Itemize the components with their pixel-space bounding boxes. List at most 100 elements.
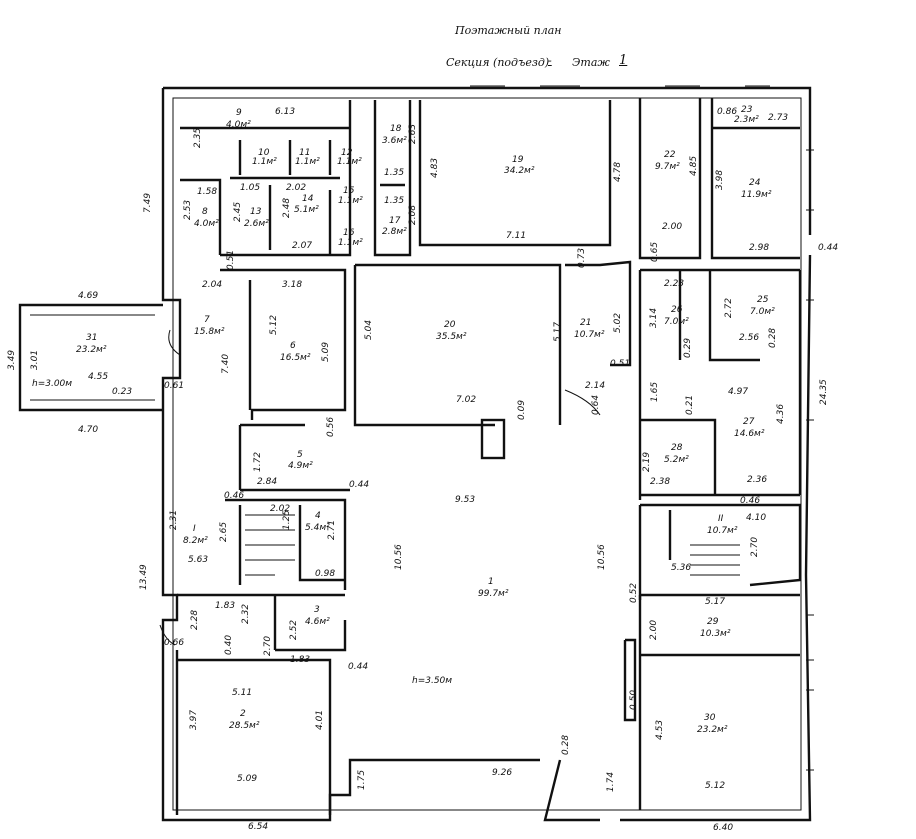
- dim-label: 2.73: [768, 113, 788, 123]
- floor-label: Этаж: [572, 56, 610, 69]
- room-number-2: 2: [240, 709, 246, 719]
- dim-label: 2.38: [650, 477, 670, 487]
- room-number-20: 20: [444, 320, 456, 330]
- dim-label: 1.35: [384, 168, 404, 178]
- dim-label: 0.29: [683, 338, 693, 358]
- dim-label: 5.09: [321, 342, 331, 362]
- dim-label: 4.10: [746, 513, 766, 523]
- dim-label: 0.46: [224, 491, 244, 501]
- dim-label: 0.44: [348, 662, 368, 672]
- dim-label: 2.14: [585, 381, 605, 391]
- room-number-31: 31: [86, 333, 97, 343]
- outer-wall: [161, 86, 812, 822]
- room-area-1: 99.7м²: [478, 589, 509, 599]
- dim-label: 0.56: [326, 417, 336, 437]
- room-number-4: 4: [315, 511, 321, 521]
- dim-label: 1.72: [253, 452, 263, 472]
- room-area-I: 8.2м²: [183, 536, 208, 546]
- dim-label: 2.48: [282, 198, 292, 218]
- room-area-15: 1.1м²: [338, 196, 363, 206]
- dim-label: 2.35: [193, 128, 203, 148]
- dim-label: 2.36: [747, 475, 767, 485]
- dim-label: 4.36: [776, 404, 786, 424]
- room-area-10: 1.1м²: [252, 157, 277, 167]
- floor-value: 1: [619, 53, 628, 68]
- room-number-6: 6: [290, 341, 296, 351]
- room-area-21: 10.7м²: [574, 330, 605, 340]
- room-area-29: 10.3м²: [700, 629, 731, 639]
- dim-label: 0.66: [164, 638, 184, 648]
- room-area-28: 5.2м²: [664, 455, 689, 465]
- room-area-18: 3.6м²: [382, 136, 407, 146]
- outer-wall-inner: [172, 97, 802, 811]
- dim-label: 4.53: [655, 720, 665, 740]
- room-number-25: 25: [757, 295, 769, 305]
- dim-label: 7.11: [506, 231, 526, 241]
- room-number-16: 16: [343, 228, 355, 238]
- dim-label: 13.49: [139, 564, 149, 590]
- stair-lines: [245, 514, 740, 576]
- dim-label: 0.64: [591, 395, 601, 415]
- dim-label: 0.52: [629, 583, 639, 603]
- dim-label: 0.40: [224, 635, 234, 655]
- dim-label: 2.70: [750, 537, 760, 557]
- dim-label: 4.78: [613, 162, 623, 182]
- dim-label: 4.69: [78, 291, 98, 301]
- dim-label: 0.28: [561, 735, 571, 755]
- room-area-8: 4.0м²: [194, 219, 219, 229]
- dim-label: 0.51: [610, 359, 630, 369]
- room-number-8: 8: [202, 207, 208, 217]
- dim-label: 1.74: [606, 772, 616, 792]
- room-number-3: 3: [314, 605, 320, 615]
- dim-label: 0.98: [315, 569, 335, 579]
- dim-label: 7.02: [456, 395, 476, 405]
- plan-title: Поэтажный план: [455, 24, 562, 37]
- room-area-20: 35.5м²: [436, 332, 467, 342]
- room-area-24: 11.9м²: [741, 190, 772, 200]
- dim-label: 2.31: [169, 510, 179, 530]
- dim-label: 1.35: [384, 196, 404, 206]
- dim-label: 2.00: [662, 222, 682, 232]
- dim-label: 5.17: [705, 597, 725, 607]
- dim-label: 4.55: [88, 372, 108, 382]
- dim-label: 2.28: [190, 610, 200, 630]
- dim-label: 2.45: [233, 202, 243, 222]
- dim-label: 3.97: [189, 710, 199, 730]
- room-number-II: II: [718, 514, 724, 524]
- dim-label: 0.73: [577, 248, 587, 268]
- dim-label: 2.65: [219, 522, 229, 542]
- dim-label: 0.61: [164, 381, 184, 391]
- room-number-14: 14: [302, 194, 314, 204]
- room-number-23: 23: [741, 105, 753, 115]
- room-area-9: 4.0м²: [226, 120, 251, 130]
- room-number-5: 5: [297, 450, 303, 460]
- dim-label: 5.04: [364, 320, 374, 340]
- room-number-17: 17: [389, 216, 401, 226]
- dim-label: 2.52: [289, 620, 299, 640]
- room-area-22: 9.7м²: [655, 162, 680, 172]
- room-number-13: 13: [250, 207, 262, 217]
- room-number-10: 10: [258, 148, 270, 158]
- dim-label: 4.83: [430, 158, 440, 178]
- dim-label: 0.23: [112, 387, 132, 397]
- dim-label: 9.53: [455, 495, 475, 505]
- dim-label: 1.83: [290, 655, 310, 665]
- dim-label: 2.00: [649, 620, 659, 640]
- dim-label: 1.83: [215, 601, 235, 611]
- dim-label: 5.36: [671, 563, 691, 573]
- dim-label: 2.08: [408, 205, 418, 225]
- dim-label: 0.86: [717, 107, 737, 117]
- dim-label: 2.71: [327, 520, 337, 540]
- room-area-23: 2.3м²: [734, 115, 759, 125]
- dim-label: 4.85: [689, 156, 699, 176]
- dim-label: 2.02: [286, 183, 306, 193]
- dim-label: 3.18: [282, 280, 302, 290]
- room-area-14: 5.1м²: [294, 205, 319, 215]
- dim-label: 1.58: [197, 187, 217, 197]
- dim-label: 1.25: [282, 510, 292, 530]
- room-number-22: 22: [664, 150, 676, 160]
- room-number-7: 7: [204, 315, 210, 325]
- dim-label: 6.40: [713, 823, 733, 833]
- dim-label: 9.26: [492, 768, 512, 778]
